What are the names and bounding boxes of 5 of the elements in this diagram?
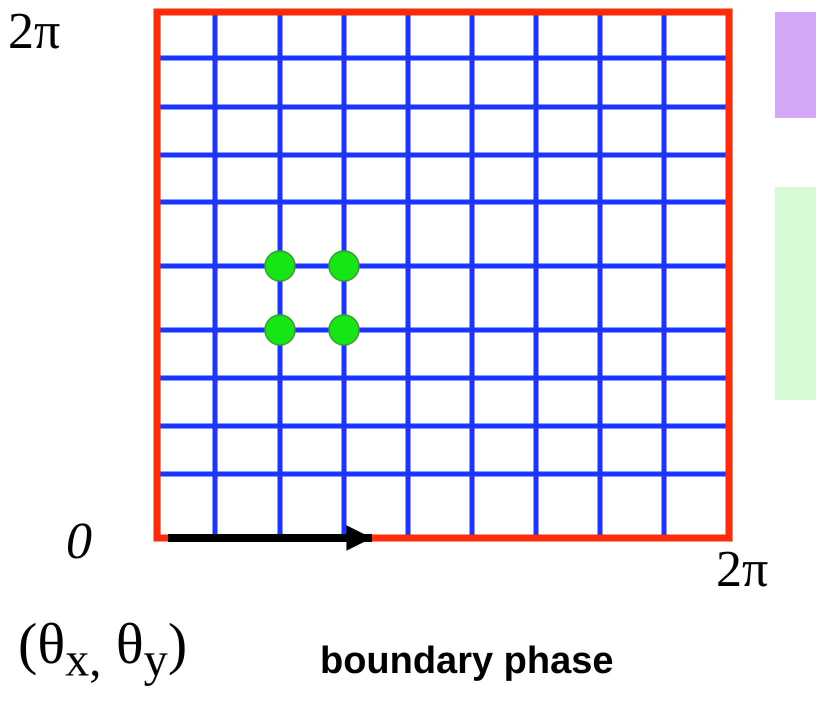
axis-label: 2π (8, 2, 60, 61)
caption-text: boundary phase (320, 640, 614, 683)
phase-variable-label: (θ$_{x,}$ θ$_{y}$) (18, 610, 188, 688)
axis-label: 2π (716, 540, 768, 599)
axis-label: 0 (66, 512, 92, 571)
